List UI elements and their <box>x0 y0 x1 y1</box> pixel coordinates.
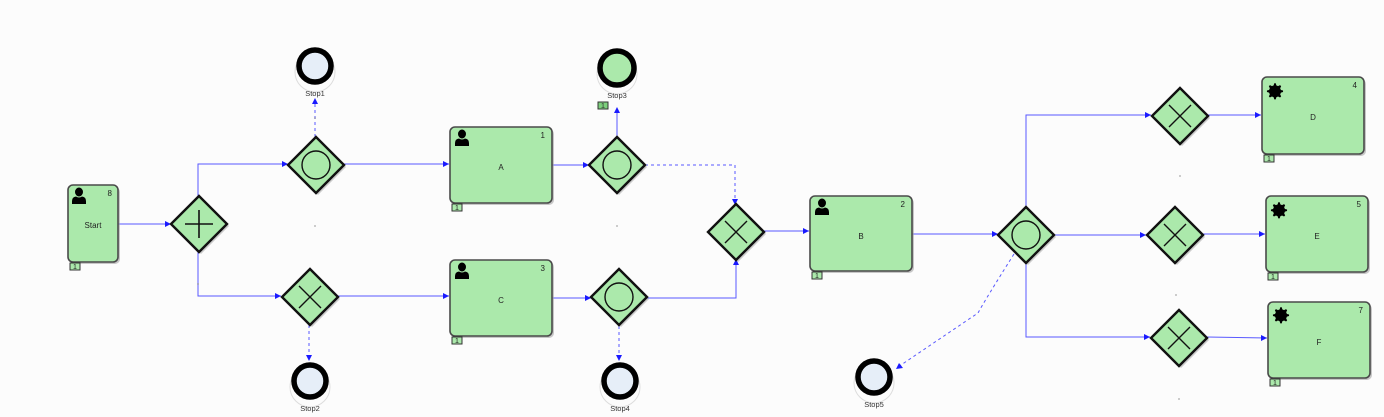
gateway-parallel-split[interactable] <box>169 194 229 254</box>
svg-text:1: 1 <box>1271 274 1275 281</box>
flow-task-a-to-gateway[interactable] <box>552 162 589 168</box>
task-label: E <box>1314 232 1319 241</box>
gateway-inclusive-after-c[interactable] <box>589 267 649 327</box>
flow-join-to-task-b[interactable] <box>764 228 809 234</box>
end-event-stop2[interactable]: Stop2 <box>289 362 331 413</box>
circle-icon <box>602 150 632 180</box>
task-c[interactable]: 3 C 1 <box>449 259 554 345</box>
end-event-label: Stop2 <box>300 404 320 413</box>
flow-gateway-b-to-gateway-f[interactable] <box>1025 264 1150 340</box>
flow-split-to-top-gateway[interactable] <box>197 161 288 196</box>
svg-text:1: 1 <box>815 273 819 280</box>
task-count: 4 <box>1353 81 1358 90</box>
circle-icon <box>1011 220 1041 250</box>
task-b[interactable]: 2 B 1 <box>809 195 914 280</box>
task-label: A <box>498 163 504 172</box>
sequence-flows <box>118 98 1268 369</box>
flow-split-to-bottom-gateway[interactable] <box>197 252 281 299</box>
end-event-label: Stop1 <box>305 89 325 98</box>
end-event-label: Stop3 <box>607 91 627 100</box>
flow-task-c-to-gateway[interactable] <box>552 295 591 301</box>
task-label: F <box>1317 338 1322 347</box>
multi-instance-marker: 1 <box>597 101 609 110</box>
end-event-stop5[interactable]: Stop5 <box>853 358 895 409</box>
x-icon <box>1168 104 1192 128</box>
flow-gateway-b-to-stop5[interactable] <box>896 253 1015 369</box>
x-icon <box>298 285 322 309</box>
flow-gateway-d-to-task-d[interactable] <box>1208 112 1261 118</box>
task-count: 3 <box>541 264 546 273</box>
task-count: 7 <box>1359 306 1364 315</box>
flow-gateway-b-to-gateway-e[interactable] <box>1054 232 1146 238</box>
flow-task-b-to-gateway[interactable] <box>912 231 998 237</box>
task-count: 5 <box>1357 200 1362 209</box>
flow-start-to-split[interactable] <box>118 221 171 227</box>
task-label: Start <box>85 221 103 230</box>
gateway-exclusive-e[interactable] <box>1145 205 1205 265</box>
multi-instance-marker: 1 <box>1269 378 1281 387</box>
flow-gateway-e-to-task-e[interactable] <box>1203 231 1265 237</box>
task-count: 1 <box>541 131 546 140</box>
gateway-inclusive-after-b[interactable] <box>996 205 1056 265</box>
task-count: 2 <box>901 200 906 209</box>
gateway-inclusive-top[interactable] <box>286 135 346 195</box>
gateway-exclusive-f[interactable] <box>1149 308 1209 368</box>
svg-text:1: 1 <box>601 101 605 110</box>
flow-top-gateway-to-task-a[interactable] <box>344 161 449 167</box>
circle-icon <box>301 150 331 180</box>
multi-instance-marker: 1 <box>1267 272 1279 281</box>
end-event-label: Stop5 <box>864 400 884 409</box>
flow-gateway-to-stop3[interactable] <box>614 107 620 137</box>
svg-text:1: 1 <box>455 205 459 212</box>
task-count: 8 <box>108 189 113 198</box>
flow-gateway-c-to-join[interactable] <box>647 259 739 299</box>
end-event-label: Stop4 <box>610 404 630 413</box>
gateway-exclusive-join[interactable] <box>706 202 766 262</box>
gateway-exclusive-bottom[interactable] <box>280 267 340 327</box>
bend-point-markers <box>197 117 1181 400</box>
task-label: C <box>498 296 504 305</box>
task-label: B <box>858 232 863 241</box>
flow-gateway-b-to-gateway-d[interactable] <box>1025 112 1151 208</box>
x-icon <box>1163 223 1187 247</box>
flow-bottom-gateway-to-task-c[interactable] <box>338 293 449 299</box>
task-e[interactable]: 5 E 1 <box>1265 195 1370 281</box>
task-a[interactable]: 1 A 1 <box>449 126 554 212</box>
svg-text:1: 1 <box>455 338 459 345</box>
svg-text:1: 1 <box>1273 380 1277 387</box>
end-event-stop4[interactable]: Stop4 <box>599 362 641 413</box>
gateway-exclusive-d[interactable] <box>1150 86 1210 146</box>
svg-text:1: 1 <box>1267 156 1271 163</box>
task-d[interactable]: 4 D 1 <box>1261 76 1366 163</box>
flow-gateway-to-stop4[interactable] <box>616 326 622 361</box>
task-label: D <box>1310 113 1316 122</box>
flow-gateway-f-to-task-f[interactable] <box>1206 335 1268 341</box>
x-icon <box>724 220 748 244</box>
flow-gateway-a-to-join[interactable] <box>645 164 738 205</box>
x-icon <box>1167 326 1191 350</box>
task-f[interactable]: 7 F 1 <box>1267 301 1372 387</box>
plus-icon <box>185 210 213 238</box>
end-event-stop1[interactable]: Stop1 <box>294 47 336 98</box>
multi-instance-marker: 1 <box>69 262 81 271</box>
flow-bottom-gateway-to-stop2[interactable] <box>306 325 312 361</box>
svg-text:1: 1 <box>73 264 77 271</box>
multi-instance-marker: 1 <box>811 271 823 280</box>
end-event-stop3[interactable]: Stop3 1 <box>596 48 638 110</box>
multi-instance-marker: 1 <box>451 203 463 212</box>
task-start[interactable]: 8 Start 1 <box>67 184 120 271</box>
gateway-inclusive-after-a[interactable] <box>587 135 647 195</box>
circle-icon <box>604 282 634 312</box>
multi-instance-marker: 1 <box>1263 154 1275 163</box>
multi-instance-marker: 1 <box>451 336 463 345</box>
